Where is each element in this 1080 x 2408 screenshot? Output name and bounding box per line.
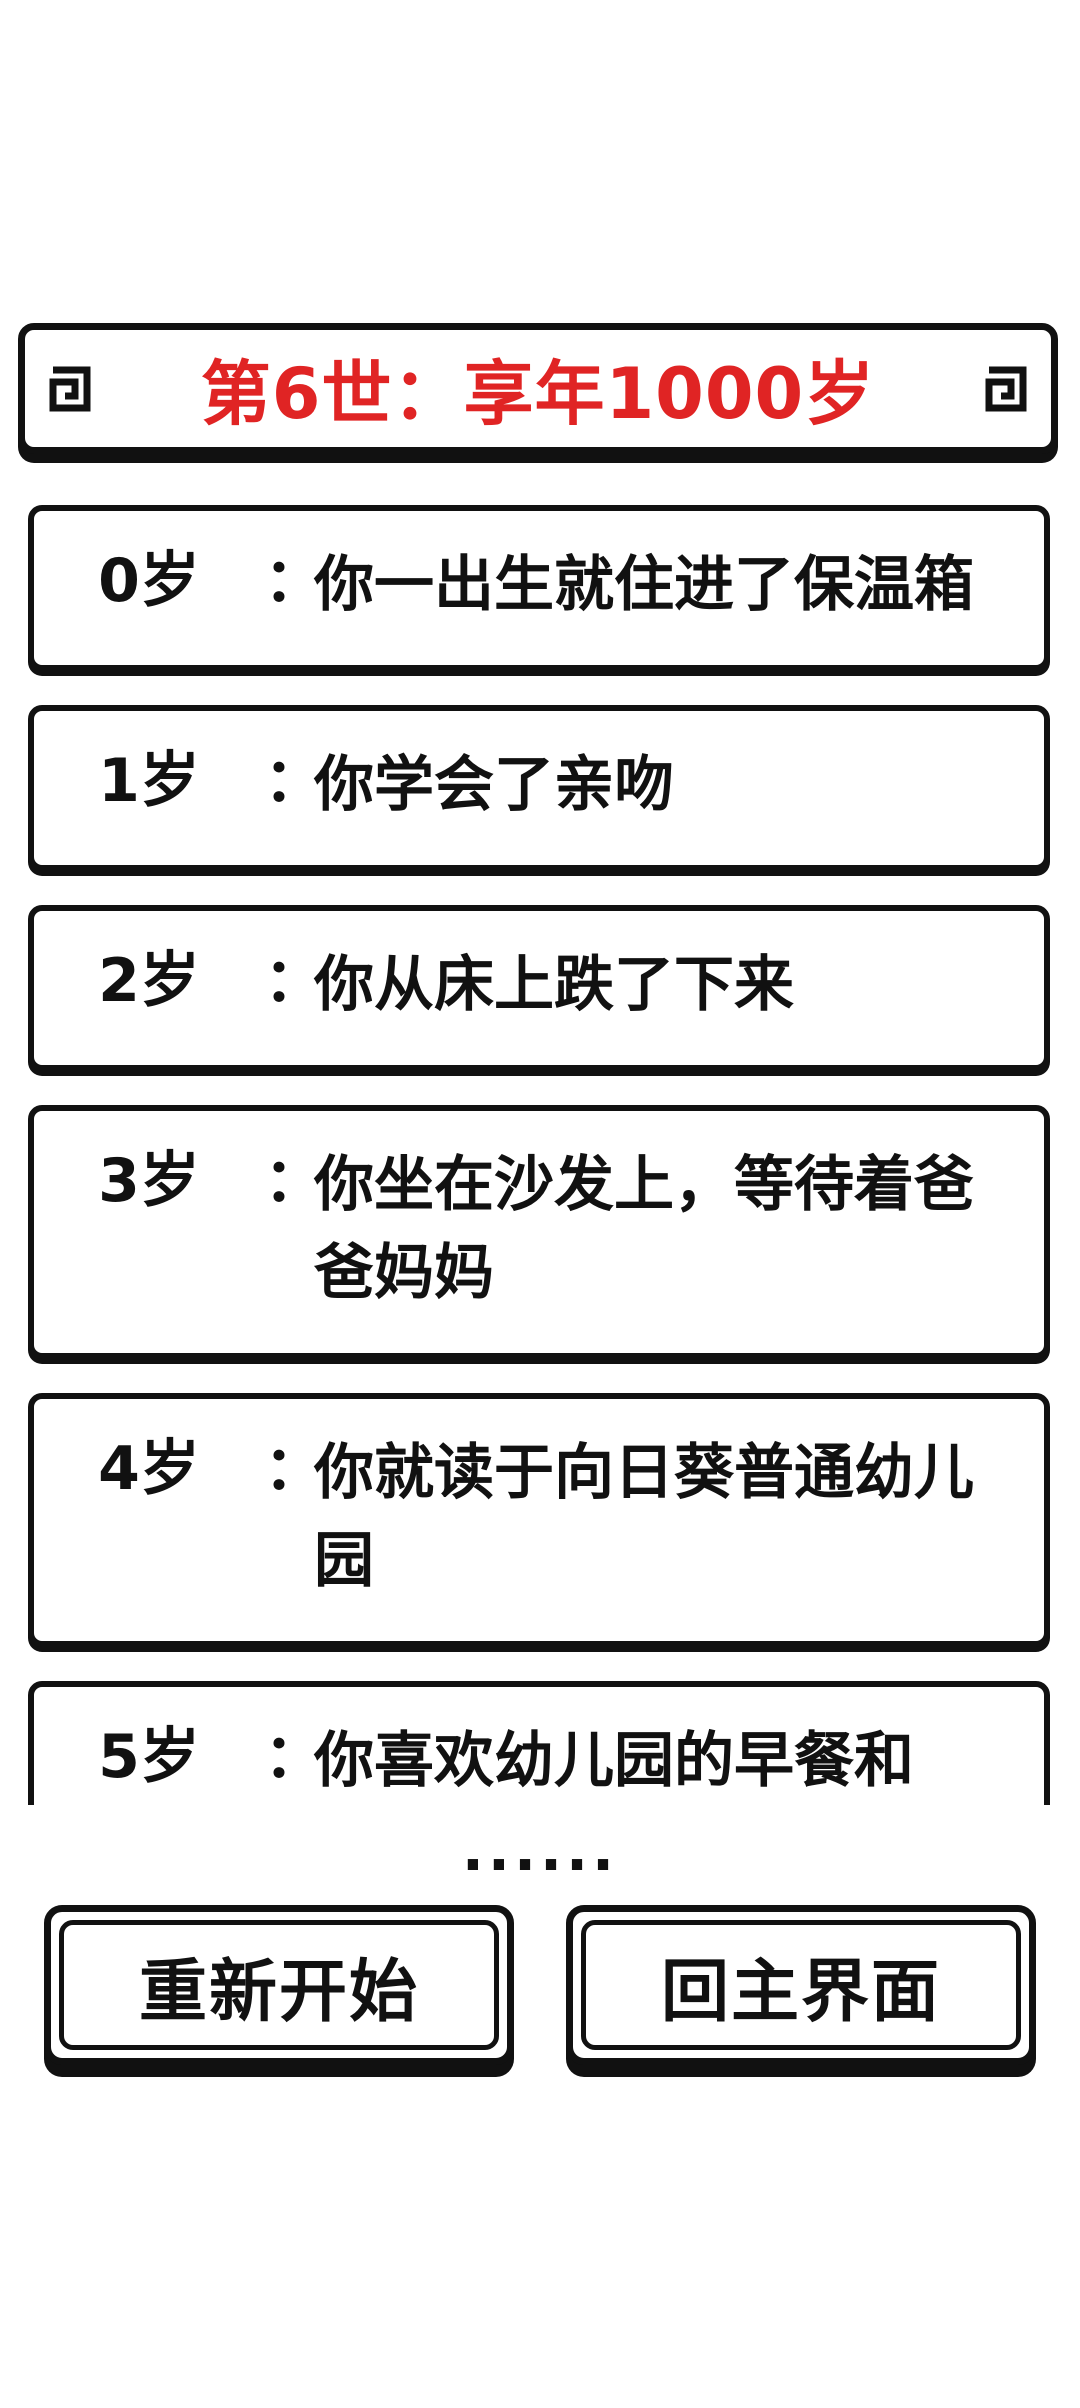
entry-text: 你就读于向日葵普通幼儿园 bbox=[314, 1438, 974, 1596]
spiral-corner-icon bbox=[985, 366, 1027, 411]
entry-colon: ： bbox=[264, 1722, 324, 1792]
entry-text: 你坐在沙发上，等待着爸爸妈妈 bbox=[314, 1150, 974, 1308]
life-entry: 2岁 ： 你从床上跌了下来 bbox=[28, 905, 1050, 1071]
life-entry: 1岁 ： 你学会了亲吻 bbox=[28, 705, 1050, 871]
life-entry: 4岁 ： 你就读于向日葵普通幼儿园 bbox=[28, 1393, 1050, 1647]
home-button[interactable]: 回主界面 bbox=[566, 1905, 1036, 2065]
entry-age: 2岁 bbox=[98, 946, 200, 1016]
title-banner: 第6世：享年1000岁 bbox=[18, 323, 1058, 454]
life-entry: 0岁 ： 你一出生就住进了保温箱 bbox=[28, 505, 1050, 671]
entry-colon: ： bbox=[264, 1434, 324, 1504]
entry-text: 你从床上跌了下来 bbox=[314, 950, 794, 1020]
entry-colon: ： bbox=[264, 746, 324, 816]
entry-text: 你一出生就住进了保温箱 bbox=[314, 550, 974, 620]
entry-age: 3岁 bbox=[98, 1146, 200, 1216]
restart-button-label: 重新开始 bbox=[59, 1920, 499, 2050]
spiral-corner-icon bbox=[49, 366, 91, 411]
entry-age: 5岁 bbox=[98, 1722, 200, 1792]
page-title: 第6世：享年1000岁 bbox=[200, 353, 876, 435]
entry-age: 4岁 bbox=[98, 1434, 200, 1504]
restart-button[interactable]: 重新开始 bbox=[44, 1905, 514, 2065]
entry-colon: ： bbox=[264, 946, 324, 1016]
entry-colon: ： bbox=[264, 546, 324, 616]
entry-text: 你喜欢幼儿园的早餐和 bbox=[314, 1726, 914, 1796]
home-button-label: 回主界面 bbox=[581, 1920, 1021, 2050]
entry-colon: ： bbox=[264, 1146, 324, 1216]
entry-age: 1岁 bbox=[98, 746, 200, 816]
life-event-list[interactable]: 0岁 ： 你一出生就住进了保温箱 1岁 ： 你学会了亲吻 2岁 ： 你从床上跌了… bbox=[28, 505, 1052, 1805]
entry-age: 0岁 bbox=[98, 546, 200, 616]
life-entry: 3岁 ： 你坐在沙发上，等待着爸爸妈妈 bbox=[28, 1105, 1050, 1359]
life-entry: 5岁 ： 你喜欢幼儿园的早餐和 bbox=[28, 1681, 1050, 1805]
entry-text: 你学会了亲吻 bbox=[314, 750, 674, 820]
more-indicator: ...... bbox=[461, 1816, 619, 1884]
